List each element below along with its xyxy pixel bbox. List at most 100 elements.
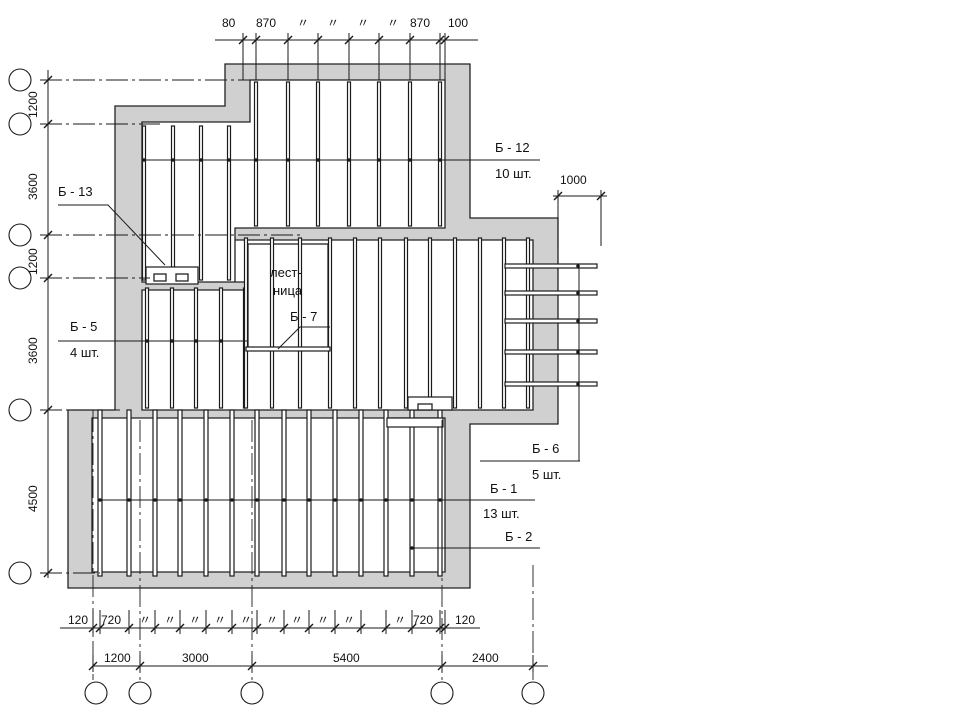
dim-bottom-1: 120 bbox=[455, 613, 475, 627]
stair-label-line2: ница bbox=[273, 283, 303, 298]
dim-bottom-2: 1200 bbox=[104, 651, 131, 665]
dimension-lines bbox=[42, 33, 607, 672]
joist bbox=[297, 237, 303, 409]
beam-count-b6: 5 шт. bbox=[532, 467, 561, 482]
joist bbox=[306, 409, 312, 577]
dim-tick bbox=[201, 623, 211, 633]
beams-group bbox=[97, 81, 598, 577]
dim-tick bbox=[43, 273, 53, 283]
joist bbox=[427, 237, 433, 409]
dim-tick bbox=[43, 119, 53, 129]
joist bbox=[383, 409, 389, 577]
joist bbox=[437, 81, 443, 227]
dim-bottom-2: 5400 bbox=[333, 651, 360, 665]
beam-count-b1: 13 шт. bbox=[483, 506, 520, 521]
joist bbox=[315, 81, 321, 227]
dim-right: 1000 bbox=[560, 173, 587, 187]
joist bbox=[437, 409, 443, 577]
dim-top: 〃 bbox=[297, 16, 309, 30]
joist bbox=[358, 409, 364, 577]
dim-tick bbox=[88, 623, 98, 633]
dim-tick bbox=[43, 568, 53, 578]
dim-top: 100 bbox=[448, 16, 468, 30]
dim-tick bbox=[374, 35, 384, 45]
dim-bottom-2: 3000 bbox=[182, 651, 209, 665]
dim-top: 870 bbox=[256, 16, 276, 30]
dim-bottom-1: 〃 bbox=[139, 613, 151, 627]
dim-bottom-1: 720 bbox=[101, 613, 121, 627]
dim-tick bbox=[407, 623, 417, 633]
joist bbox=[229, 409, 235, 577]
bearing-block bbox=[417, 403, 433, 411]
dim-tick bbox=[227, 623, 237, 633]
dim-tick bbox=[381, 623, 391, 633]
bearing-block bbox=[153, 273, 167, 282]
beam-mark-b1: Б - 1 bbox=[490, 481, 517, 496]
joist bbox=[352, 237, 358, 409]
axis-bubble bbox=[8, 112, 32, 136]
dim-tick bbox=[43, 405, 53, 415]
dim-tick bbox=[405, 35, 415, 45]
joist bbox=[203, 409, 209, 577]
joist bbox=[177, 409, 183, 577]
joist bbox=[346, 81, 352, 227]
dim-bottom-1: 〃 bbox=[266, 613, 278, 627]
dim-tick bbox=[596, 191, 606, 201]
joist bbox=[141, 125, 147, 281]
dim-tick bbox=[435, 623, 445, 633]
beam-mark-b7: Б - 7 bbox=[290, 309, 317, 324]
dim-bottom-1: 〃 bbox=[394, 613, 406, 627]
outer-wall bbox=[67, 63, 559, 589]
dim-tick bbox=[344, 35, 354, 45]
dim-tick bbox=[528, 661, 538, 671]
dim-left: 3600 bbox=[26, 337, 40, 364]
beam-mark-b6: Б - 6 bbox=[532, 441, 559, 456]
dim-bottom-1: 〃 bbox=[189, 613, 201, 627]
dim-bottom-2: 2400 bbox=[472, 651, 499, 665]
axis-bubble bbox=[8, 398, 32, 422]
dim-tick bbox=[175, 623, 185, 633]
joist bbox=[170, 125, 176, 281]
joist bbox=[504, 381, 598, 387]
joist bbox=[285, 81, 291, 227]
dim-tick bbox=[435, 35, 445, 45]
axis-bubble bbox=[8, 68, 32, 92]
dim-bottom-1: 〃 bbox=[214, 613, 226, 627]
dim-tick bbox=[88, 661, 98, 671]
joist bbox=[245, 346, 331, 352]
joist bbox=[169, 287, 175, 409]
joist bbox=[126, 409, 132, 577]
dim-bottom-1: 〃 bbox=[317, 613, 329, 627]
leaders bbox=[58, 159, 580, 549]
axis-bubble bbox=[8, 223, 32, 247]
joist bbox=[193, 287, 199, 409]
axis-bubble bbox=[521, 681, 545, 705]
dim-bottom-1: 120 bbox=[68, 613, 88, 627]
joist bbox=[407, 81, 413, 227]
axis-bubbles bbox=[8, 68, 545, 705]
joist bbox=[332, 409, 338, 577]
beam-count-b5: 4 шт. bbox=[70, 345, 99, 360]
dim-tick bbox=[135, 661, 145, 671]
dim-bottom-1: 〃 bbox=[240, 613, 252, 627]
dim-tick bbox=[304, 623, 314, 633]
bearing-blocks bbox=[145, 266, 453, 428]
beam-mark-b13: Б - 13 bbox=[58, 184, 93, 199]
bearing-block bbox=[386, 417, 444, 428]
dim-bottom-1: 〃 bbox=[164, 613, 176, 627]
dim-tick bbox=[43, 230, 53, 240]
dim-bottom-1: 〃 bbox=[291, 613, 303, 627]
beam-mark-b12: Б - 12 bbox=[495, 140, 530, 155]
axis-bubble bbox=[128, 681, 152, 705]
dim-left: 4500 bbox=[26, 485, 40, 512]
stair-label-line1: лест- bbox=[270, 265, 302, 280]
dim-tick bbox=[251, 35, 261, 45]
dim-tick bbox=[252, 623, 262, 633]
joist bbox=[504, 318, 598, 324]
joist bbox=[409, 409, 415, 577]
joist bbox=[198, 125, 204, 281]
axis-bubble bbox=[430, 681, 454, 705]
dim-tick bbox=[313, 35, 323, 45]
dim-tick bbox=[95, 623, 105, 633]
